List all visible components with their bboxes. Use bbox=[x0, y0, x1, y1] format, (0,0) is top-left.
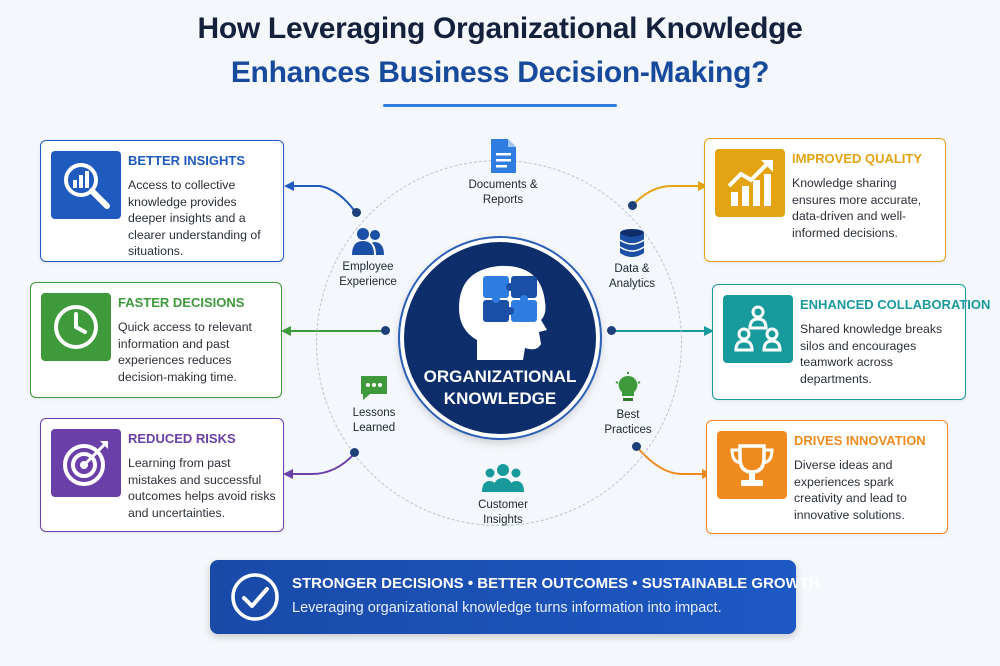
ring-dot-1 bbox=[352, 208, 361, 217]
ring-dot-5 bbox=[607, 326, 616, 335]
node-employee-experience: Employee Experience bbox=[318, 226, 418, 290]
card-title: REDUCED RISKS bbox=[128, 431, 236, 446]
group-icon bbox=[482, 464, 524, 492]
arrowhead-better-insights bbox=[284, 181, 294, 191]
card-title: ENHANCED COLLABORATION bbox=[800, 297, 991, 312]
node-customer-insights: Customer Insights bbox=[448, 462, 558, 528]
ring-dot-2 bbox=[381, 326, 390, 335]
brain-puzzle-head-icon bbox=[459, 265, 547, 360]
card-title: DRIVES INNOVATION bbox=[794, 433, 926, 448]
node-label: Lessons Learned bbox=[352, 407, 396, 434]
card-body: Shared knowledge breaks silos and encour… bbox=[800, 322, 943, 386]
node-label: Documents & Reports bbox=[468, 179, 538, 206]
node-label: Customer Insights bbox=[478, 499, 528, 526]
title-underline bbox=[383, 104, 617, 107]
clock-icon bbox=[54, 305, 98, 349]
connector-drives-innovation bbox=[636, 446, 704, 475]
banner-headline: STRONGER DECISIONS • BETTER OUTCOMES • S… bbox=[292, 575, 820, 592]
magnifier-chart-icon bbox=[64, 163, 110, 209]
title-line-2: Enhances Business Decision-Making? bbox=[230, 56, 770, 89]
connector-reduced-risks bbox=[291, 452, 356, 475]
connector-improved-quality bbox=[631, 185, 700, 207]
card-body: Diverse ideas and experiences spark crea… bbox=[794, 458, 907, 522]
team-icon bbox=[734, 305, 782, 352]
card-icon-box bbox=[723, 295, 793, 363]
database-icon bbox=[619, 229, 645, 257]
card-title: FASTER DECISIONS bbox=[118, 295, 245, 310]
arrowhead-enhanced-collaboration bbox=[704, 326, 714, 336]
ring-dot-3 bbox=[350, 448, 359, 457]
arrowhead-faster-decisions bbox=[281, 326, 291, 336]
summary-banner: STRONGER DECISIONS • BETTER OUTCOMES • S… bbox=[210, 560, 820, 634]
banner-subtext: Leveraging organizational knowledge turn… bbox=[292, 600, 722, 616]
card-icon-box bbox=[41, 293, 111, 361]
checkmark-circle-icon bbox=[231, 573, 279, 621]
hub-circle bbox=[400, 238, 600, 438]
lightbulb-icon bbox=[615, 372, 641, 401]
node-label: Employee Experience bbox=[339, 261, 397, 288]
arrowhead-improved-quality bbox=[698, 181, 708, 191]
card-title: IMPROVED QUALITY bbox=[792, 151, 923, 166]
document-icon bbox=[491, 139, 516, 173]
node-data-analytics: Data & Analytics bbox=[582, 228, 682, 292]
card-faster-decisions: FASTER DECISIONS Quick access to relevan… bbox=[30, 282, 282, 398]
card-icon-box bbox=[715, 149, 785, 217]
card-improved-quality: IMPROVED QUALITY Knowledge sharing ensur… bbox=[704, 138, 946, 262]
node-best-practices: Best Practices bbox=[578, 372, 678, 438]
card-drives-innovation: DRIVES INNOVATION Diverse ideas and expe… bbox=[706, 420, 948, 534]
hub-label: ORGANIZATIONAL KNOWLEDGE bbox=[423, 367, 577, 408]
card-body: Quick access to relevant information and… bbox=[118, 320, 252, 384]
card-icon-box bbox=[51, 429, 121, 497]
chat-bubble-icon bbox=[361, 376, 387, 400]
ring-dot-6 bbox=[632, 442, 641, 451]
card-body: Knowledge sharing ensures more accurate,… bbox=[792, 176, 922, 240]
card-title: BETTER INSIGHTS bbox=[128, 153, 246, 168]
node-label: Best Practices bbox=[604, 409, 652, 436]
target-icon bbox=[63, 441, 108, 486]
people-icon bbox=[352, 228, 384, 255]
arrowhead-reduced-risks bbox=[283, 469, 293, 479]
card-icon-box bbox=[51, 151, 121, 219]
card-body: Learning from past mistakes and successf… bbox=[128, 456, 276, 520]
card-better-insights: BETTER INSIGHTS Access to collective kno… bbox=[40, 140, 284, 262]
card-enhanced-collaboration: ENHANCED COLLABORATION Shared knowledge … bbox=[712, 284, 990, 400]
trophy-icon bbox=[730, 444, 774, 486]
connector-better-insights bbox=[292, 185, 357, 214]
card-icon-box bbox=[717, 431, 787, 499]
card-reduced-risks: REDUCED RISKS Learning from past mistake… bbox=[40, 418, 284, 532]
bar-chart-arrow-icon bbox=[727, 160, 773, 206]
ring-dot-4 bbox=[628, 201, 637, 210]
card-body: Access to collective knowledge provides … bbox=[128, 178, 261, 258]
node-lessons-learned: Lessons Learned bbox=[324, 374, 424, 436]
node-label: Data & Analytics bbox=[608, 263, 656, 290]
node-documents-reports: Documents & Reports bbox=[448, 138, 558, 208]
title-line-1: How Leveraging Organizational Knowledge bbox=[197, 12, 803, 45]
